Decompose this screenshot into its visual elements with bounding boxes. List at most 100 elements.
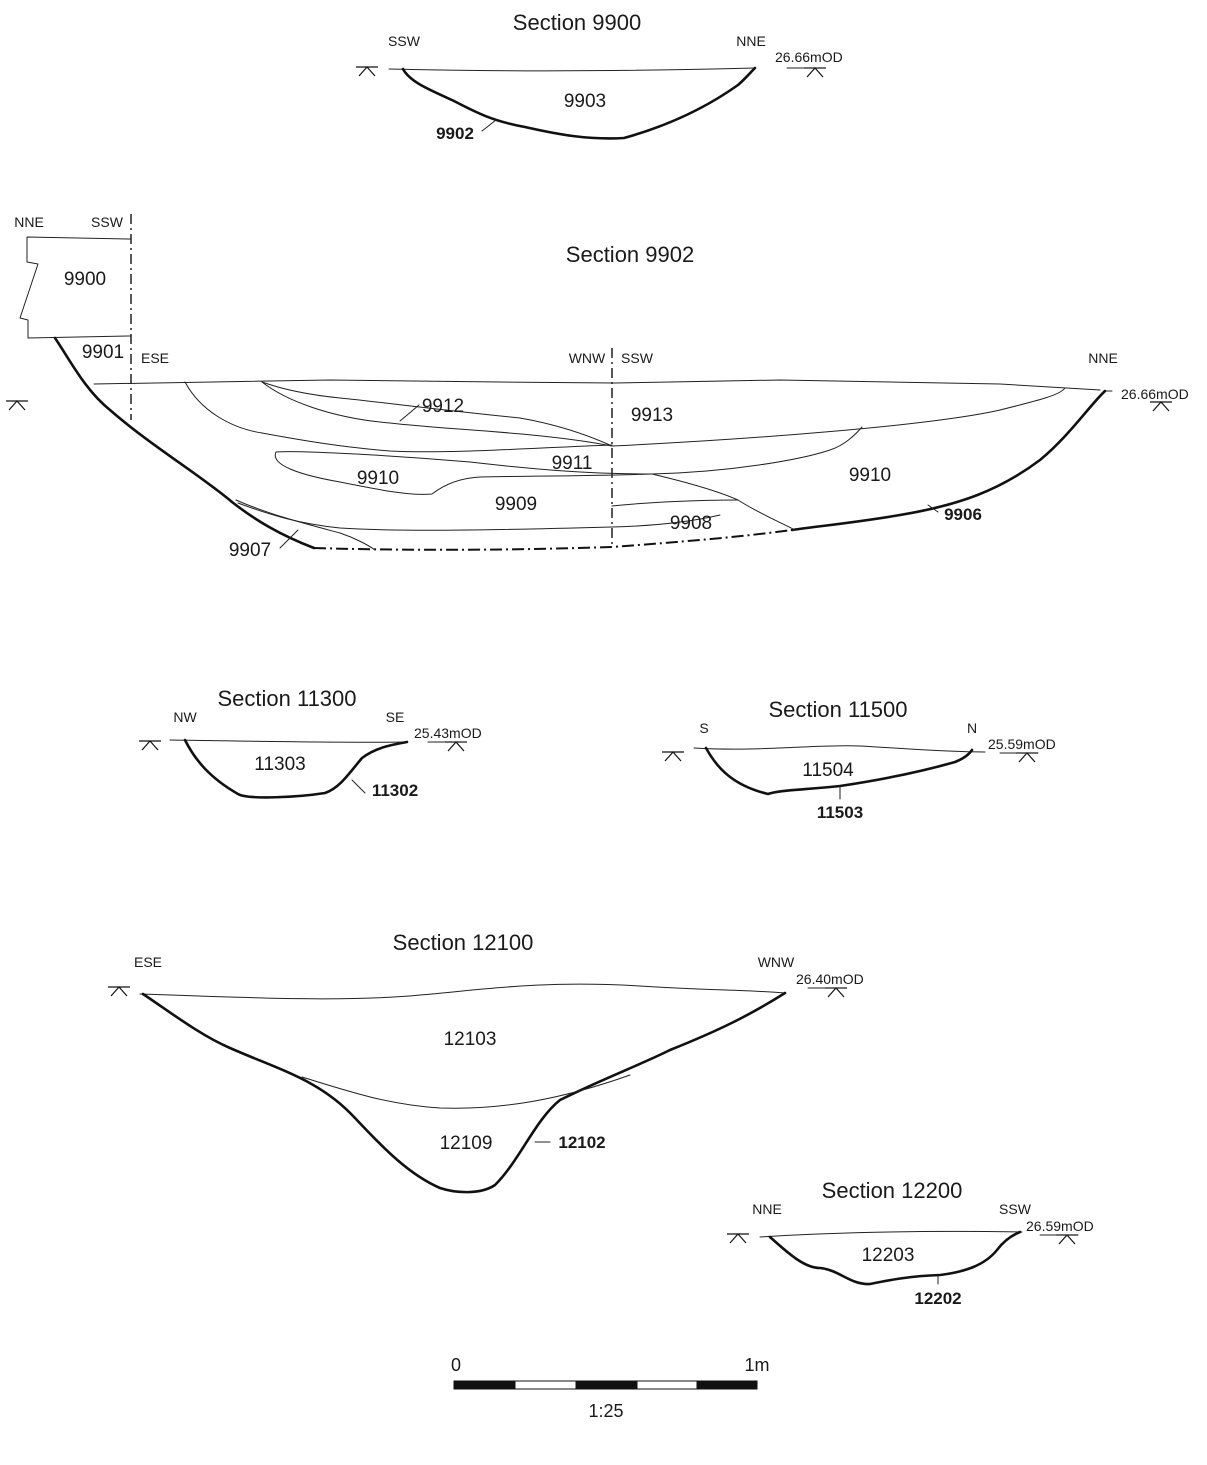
layer-boundary xyxy=(261,381,613,447)
section-11300-level: 25.43mOD xyxy=(414,725,482,741)
datum-marker-icon xyxy=(1016,752,1038,763)
section-12200-level: 26.59mOD xyxy=(1026,1218,1094,1234)
context-label-12203: 12203 xyxy=(862,1245,915,1266)
scale-ratio-label: 1:25 xyxy=(588,1401,623,1421)
cut-12102-profile xyxy=(141,991,787,1194)
layer-boundary xyxy=(274,451,653,495)
datum-marker-icon xyxy=(445,741,467,752)
section-11300-title: Section 11300 xyxy=(217,686,356,711)
datum-marker-icon xyxy=(825,987,847,998)
leader-line xyxy=(399,404,420,422)
section-12200-orient-right: SSW xyxy=(999,1201,1032,1217)
scale-bar-segment xyxy=(575,1380,638,1390)
section-9900: Section 9900 SSW NNE 26.66mOD 9903 9902 xyxy=(356,10,843,143)
section-11300-cut-profile xyxy=(183,738,409,799)
layer-boundary xyxy=(611,387,1066,447)
scale-bar: 0 1m 1:25 xyxy=(451,1355,770,1421)
leader-line xyxy=(351,779,366,794)
section-9902-orient-5: SSW xyxy=(621,350,654,366)
section-9902-level: 26.66mOD xyxy=(1121,386,1189,402)
cut-9906-left-edge xyxy=(53,336,316,550)
cut-12202-profile xyxy=(768,1230,1022,1286)
section-9900-title: Section 9900 xyxy=(513,10,641,35)
section-12100: Section 12100 ESE WNW 26.40mOD 12103 121… xyxy=(108,930,864,1194)
section-9900-orient-right: NNE xyxy=(736,33,766,49)
scale-bar-end-label: 1m xyxy=(744,1355,769,1375)
context-label-9910-west: 9910 xyxy=(357,468,399,489)
context-label-11303: 11303 xyxy=(254,754,305,775)
scale-bar-segment xyxy=(514,1380,577,1390)
cut-label-12202: 12202 xyxy=(914,1289,961,1308)
section-12100-surface xyxy=(139,983,786,1000)
layer-boundary xyxy=(184,381,613,453)
datum-marker-icon xyxy=(1150,401,1172,412)
section-12200: Section 12200 NNE SSW 26.59mOD 12203 122… xyxy=(727,1178,1094,1308)
section-12200-orient-left: NNE xyxy=(752,1201,782,1217)
section-12200-surface xyxy=(759,1230,1023,1238)
cut-9906-base xyxy=(313,529,793,551)
section-12100-level: 26.40mOD xyxy=(796,971,864,987)
datum-marker-icon xyxy=(727,1233,749,1244)
datum-marker-icon xyxy=(1056,1234,1078,1245)
datum-marker-icon xyxy=(356,66,378,77)
cut-label-11302: 11302 xyxy=(372,781,418,800)
layer-boundary xyxy=(611,499,739,507)
context-label-9912: 9912 xyxy=(422,396,464,417)
section-9902-orient-4: WNW xyxy=(569,350,606,366)
cut-label-9902: 9902 xyxy=(436,124,474,143)
section-11500-surface xyxy=(693,745,986,753)
context-label-9903: 9903 xyxy=(564,91,606,112)
cut-label-11503: 11503 xyxy=(817,803,863,822)
scale-bar-start-label: 0 xyxy=(451,1355,461,1375)
scale-bar-segment xyxy=(453,1380,516,1390)
scale-bar-segment xyxy=(636,1380,698,1390)
context-label-12109: 12109 xyxy=(440,1133,493,1154)
section-9902-orient-3: ESE xyxy=(141,350,169,366)
datum-marker-icon xyxy=(6,400,28,411)
scale-bar-segment xyxy=(696,1380,758,1390)
datum-marker-icon xyxy=(139,740,161,751)
section-11500-level: 25.59mOD xyxy=(988,736,1056,752)
context-label-9900: 9900 xyxy=(64,269,106,290)
section-11500-title: Section 11500 xyxy=(768,697,907,722)
section-9902-orient-1: NNE xyxy=(14,214,44,230)
section-9902-title: Section 9902 xyxy=(566,242,694,267)
section-11300: Section 11300 NW SE 25.43mOD 11303 11302 xyxy=(139,686,482,800)
section-11300-surface xyxy=(169,739,408,743)
section-9902-orient-2: SSW xyxy=(91,214,124,230)
section-9902-orient-6: NNE xyxy=(1088,350,1118,366)
section-9900-surface xyxy=(388,67,756,72)
context-label-11504: 11504 xyxy=(802,760,854,781)
datum-marker-icon xyxy=(662,751,684,762)
section-11500: Section 11500 S N 25.59mOD 11504 11503 xyxy=(662,697,1056,822)
section-12100-orient-left: ESE xyxy=(134,954,162,970)
section-11500-orient-right: N xyxy=(967,720,977,736)
layer-boundary xyxy=(275,426,863,475)
section-9900-level: 26.66mOD xyxy=(775,49,843,65)
leader-line xyxy=(279,529,299,549)
section-9900-orient-left: SSW xyxy=(388,33,421,49)
context-label-9913: 9913 xyxy=(631,405,673,426)
context-label-9907: 9907 xyxy=(229,540,271,561)
section-11300-orient-left: NW xyxy=(173,709,197,725)
leader-line xyxy=(481,119,497,132)
section-9902: Section 9902 NNE SSW ESE WNW SSW NNE 26.… xyxy=(6,214,1189,561)
context-label-9910-east: 9910 xyxy=(849,465,891,486)
layer-boundary xyxy=(261,381,613,447)
leader-line xyxy=(927,504,939,513)
section-12100-title: Section 12100 xyxy=(393,930,534,955)
section-9902-surface xyxy=(93,379,1101,391)
context-label-9911: 9911 xyxy=(552,453,593,474)
layer-boundary xyxy=(301,1074,631,1109)
context-label-9909: 9909 xyxy=(495,494,537,515)
datum-marker-icon xyxy=(108,986,130,997)
cut-9906-right-edge xyxy=(790,389,1107,532)
layer-boundary xyxy=(235,499,376,551)
section-9900-cut-profile xyxy=(401,66,757,140)
section-12100-orient-right: WNW xyxy=(758,954,795,970)
cut-label-9906: 9906 xyxy=(944,505,982,524)
section-11300-orient-right: SE xyxy=(386,709,405,725)
context-label-12103: 12103 xyxy=(444,1029,497,1050)
